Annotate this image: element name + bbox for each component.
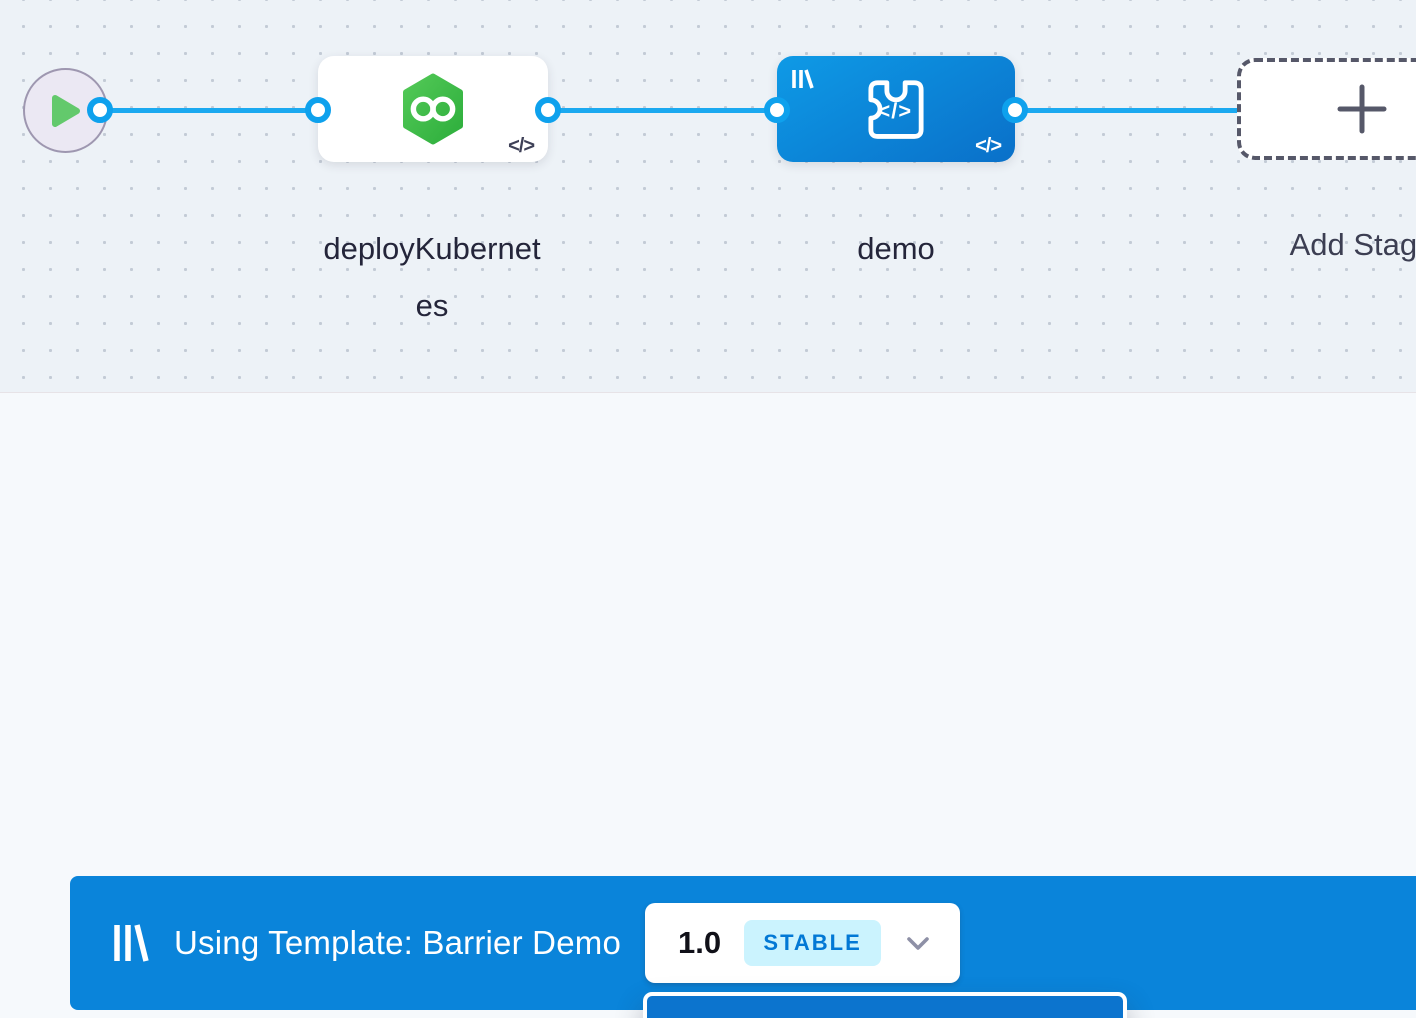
template-icon [792,69,814,89]
version-dropdown-item[interactable]: 1.0 (Stable) [647,996,1123,1018]
add-stage-button[interactable] [1237,58,1416,160]
add-stage-label: Add Stage [1289,227,1416,262]
code-view-badge: </> [508,135,535,157]
svg-text:</>: </> [877,98,912,123]
template-banner-text: Using Template: Barrier Demo [174,924,621,961]
template-library-icon [114,924,149,962]
plus-icon [1337,84,1387,134]
deploy-hexagon-infinity-icon [402,73,463,145]
connector-dot[interactable] [87,97,113,123]
edge-start-to-deploy [100,108,320,113]
code-view-badge: </> [975,135,1002,157]
stage-label-demo: demo [857,231,935,266]
stable-badge: STABLE [744,920,882,966]
template-version-selector[interactable]: 1.0 STABLE [645,903,960,983]
stage-label-deploykubernetes: deployKubernetes [323,231,541,323]
custom-stage-code-icon: </> [868,80,924,139]
connector-dot[interactable] [1002,97,1028,123]
version-number: 1.0 [678,925,722,960]
connector-dot[interactable] [535,97,561,123]
chevron-down-icon [907,936,929,950]
version-dropdown-menu: 1.0 (Stable) [643,992,1127,1018]
play-icon [51,94,80,127]
stage-node-demo[interactable]: </> </> [777,56,1015,162]
connector-dot[interactable] [764,97,790,123]
connector-dot[interactable] [305,97,331,123]
edge-demo-to-addstage [1015,108,1240,113]
stage-config-section: Using Template: Barrier Demo 1.0 STABLE … [0,393,1416,1018]
pipeline-canvas[interactable]: </> </> </> deployKubernetes demo Add St… [0,0,1416,393]
edge-deploy-to-demo [548,108,777,113]
stage-node-deploykubernetes[interactable]: </> [318,56,548,162]
